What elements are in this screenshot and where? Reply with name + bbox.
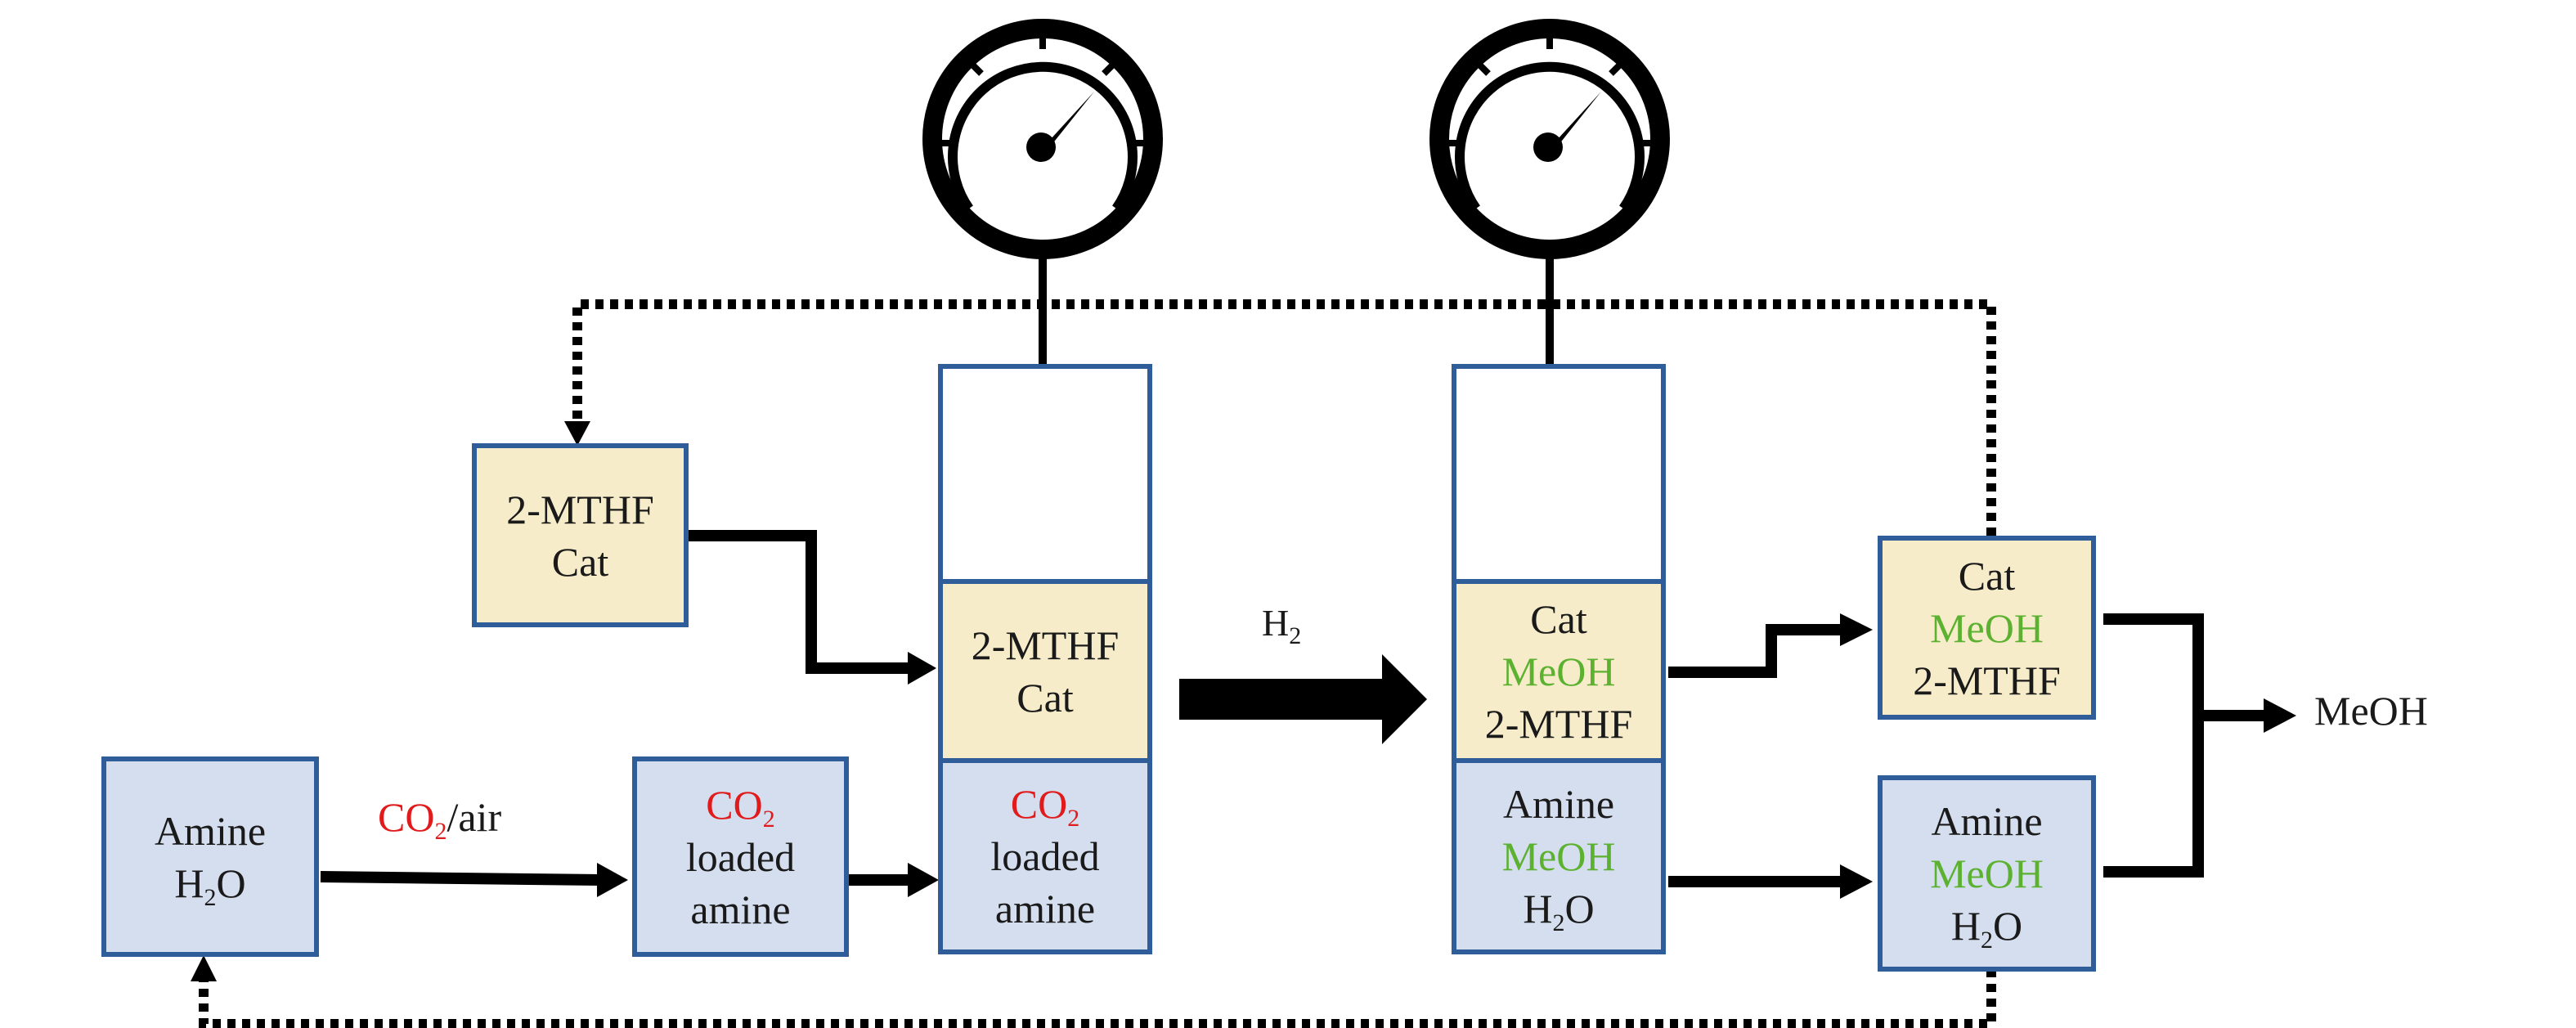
h2-label: H2 (1262, 601, 1301, 649)
subscript: 2 (1067, 805, 1080, 832)
subscript: 2 (1981, 927, 1993, 954)
box-line: Cat (1958, 552, 2016, 599)
box-line-methanol: MeOH (1501, 649, 1616, 694)
box-line: H2O (174, 857, 246, 911)
box-line: Cat (551, 538, 609, 585)
box-line: CO2 (1010, 778, 1080, 832)
methanol-product-label: MeOH (2314, 688, 2428, 734)
box-line: Amine (1931, 798, 2043, 844)
product-arrowhead (2264, 698, 2296, 733)
pressure-gauge-2-icon (1429, 19, 1670, 364)
reactor-2-headspace (1452, 364, 1666, 585)
co2-air-label: CO2/air (378, 793, 502, 844)
subscript: 2 (434, 818, 447, 845)
co2-loaded-amine-box: CO2 loaded amine (632, 756, 849, 957)
box-line: CO2 (706, 779, 775, 833)
hydrogenation-arrow (1179, 654, 1427, 744)
co2-absorption-arrow (320, 871, 602, 886)
box-line: loaded (685, 833, 796, 880)
box-line: 2-MTHF (506, 486, 654, 532)
o-symbol: O (1993, 903, 2023, 949)
box-line: loaded (990, 833, 1100, 879)
h-symbol: H (1262, 602, 1290, 644)
h-symbol: H (174, 860, 204, 906)
catalyst-solvent-feed-box: 2-MTHF Cat (472, 443, 689, 627)
reactor-2-organic-phase: Cat MeOH 2-MTHF (1452, 579, 1666, 764)
o-symbol: O (216, 860, 246, 906)
box-line: amine (994, 886, 1096, 931)
box-line: Amine (1502, 781, 1615, 827)
organic-phase-arrow (1668, 624, 1844, 678)
subscript: 2 (762, 805, 775, 833)
recycle-arrowhead-bottom (191, 955, 217, 981)
box-line: 2-MTHF (1913, 657, 2061, 703)
box-line: Cat (1016, 675, 1074, 720)
subscript: 2 (1289, 622, 1302, 649)
o-symbol: O (1564, 886, 1595, 931)
catalyst-feed-arrow (689, 530, 912, 674)
reactor-1-aqueous-phase: CO2 loaded amine (938, 758, 1152, 954)
separated-organic-box: Cat MeOH 2-MTHF (1878, 536, 2096, 720)
co2-text: CO (1010, 781, 1068, 827)
h-symbol: H (1523, 886, 1553, 931)
product-merge-line (2103, 613, 2204, 878)
box-line: 2-MTHF (971, 622, 1120, 668)
box-line: H2O (1523, 882, 1595, 936)
amine-recycle-line (199, 969, 1996, 1028)
box-line: amine (690, 886, 791, 932)
subscript: 2 (1552, 909, 1565, 936)
co2-text: CO (378, 794, 435, 840)
separated-aqueous-box: Amine MeOH H2O (1878, 775, 2096, 972)
box-line: Cat (1530, 596, 1587, 642)
box-line-methanol: MeOH (1930, 604, 2044, 651)
reactor-1-headspace (938, 364, 1152, 585)
box-line-methanol: MeOH (1930, 851, 2044, 896)
box-line-methanol: MeOH (1501, 833, 1616, 879)
box-line: Amine (154, 807, 267, 854)
reactor-2-aqueous-phase: Amine MeOH H2O (1452, 758, 1666, 954)
amine-water-box: Amine H2O (101, 756, 319, 957)
subscript: 2 (204, 883, 217, 911)
catalyst-recycle-line (572, 299, 1996, 536)
recycle-arrowhead-top (564, 421, 590, 446)
box-line: 2-MTHF (1484, 701, 1633, 747)
air-text: /air (447, 794, 502, 840)
reactor-1-organic-phase: 2-MTHF Cat (938, 579, 1152, 764)
box-line: H2O (1950, 900, 2023, 954)
h-symbol: H (1950, 903, 1981, 949)
pressure-gauge-1-icon (922, 19, 1163, 364)
co2-text: CO (706, 781, 763, 828)
